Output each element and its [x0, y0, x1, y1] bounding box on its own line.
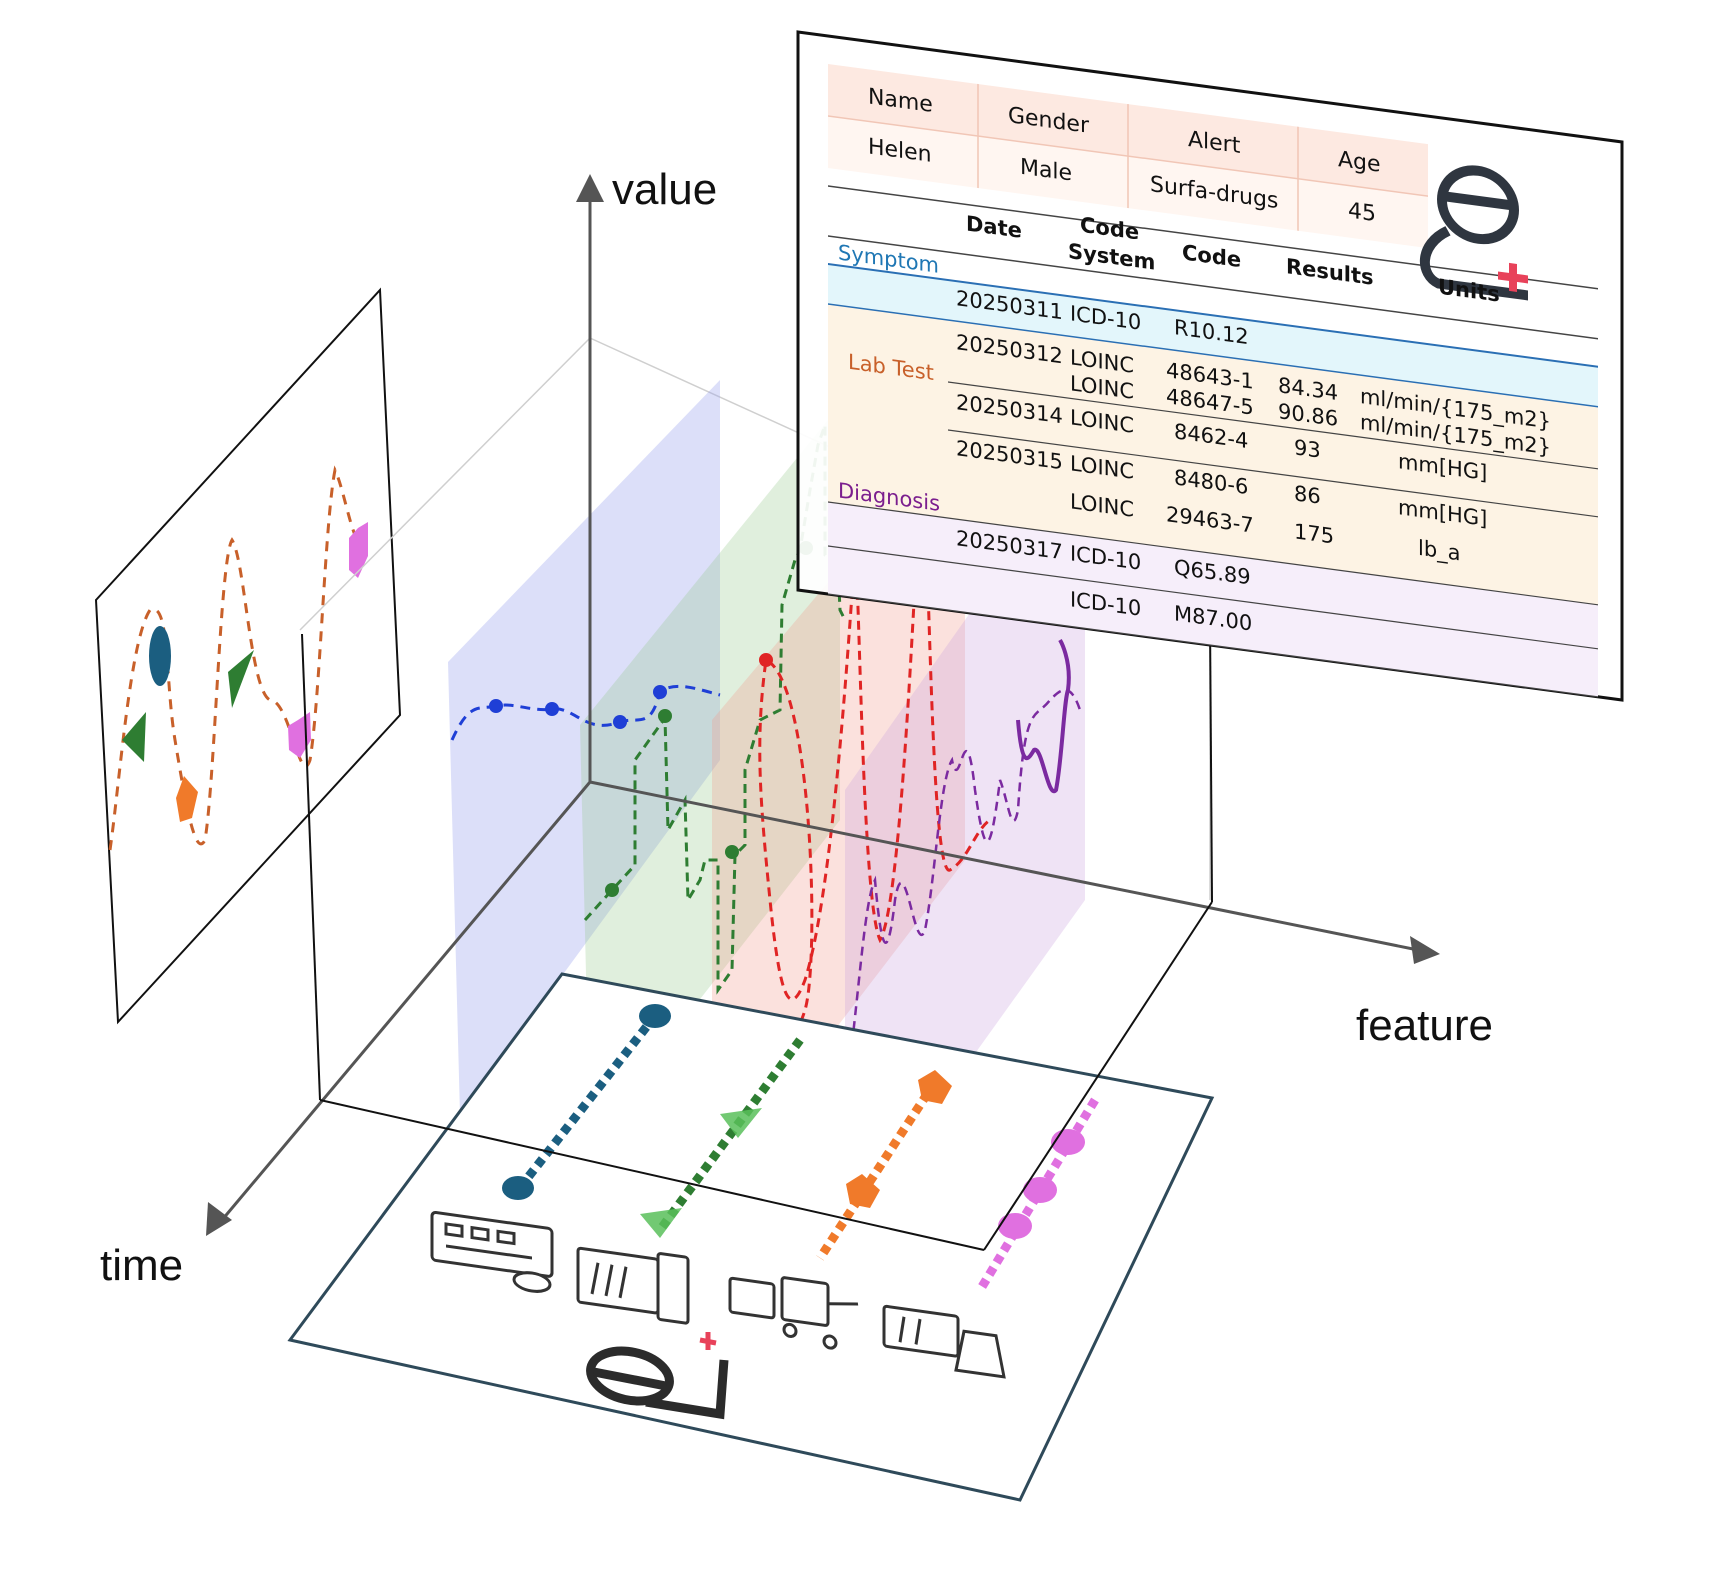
lab-flask-icon	[882, 1304, 1006, 1379]
left-panel-green-triangle	[122, 712, 146, 762]
doctor-icon	[1420, 165, 1528, 301]
green-triangle-marker	[640, 1208, 682, 1238]
ehr-record-card: Name Gender Alert Age Helen Male Surfa-d…	[796, 30, 1624, 702]
time-axis-label: time	[100, 1241, 183, 1290]
floor-panel	[287, 972, 1215, 1502]
pink-marker	[1051, 1129, 1085, 1155]
blue-point	[489, 699, 503, 713]
record-result: 93	[1294, 434, 1321, 462]
patient-age-value: 45	[1348, 198, 1376, 228]
green-track	[656, 1037, 804, 1233]
green-feature-plane	[580, 405, 840, 1140]
green-series-step-line	[583, 424, 847, 995]
green-point	[658, 709, 672, 723]
feature-axis-label: feature	[1356, 1001, 1493, 1050]
doctor-logo-icon	[586, 1332, 729, 1420]
teal-track	[514, 1013, 659, 1193]
pink-track	[976, 1097, 1099, 1293]
axes	[206, 174, 1440, 1236]
blue-point	[545, 702, 559, 716]
green-point	[605, 883, 619, 897]
purple-series-dashed-line	[848, 688, 1082, 1061]
feature-axis	[589, 780, 1419, 952]
record-result: 175	[1294, 518, 1334, 548]
feature-planes	[448, 380, 1085, 1235]
green-triangle-marker	[720, 1108, 762, 1138]
left-panel-orange-diamond	[176, 776, 198, 822]
value-axis-arrowhead	[576, 174, 604, 202]
lab-test-rows-background	[828, 304, 1598, 605]
green-point	[725, 845, 739, 859]
red-feature-plane	[712, 420, 965, 1190]
time-axis-arrowhead	[206, 1202, 232, 1236]
floor-markers	[502, 1004, 1085, 1239]
left-panel-teal-marker	[149, 626, 171, 686]
time-axis	[220, 781, 592, 1221]
pink-marker	[998, 1213, 1032, 1239]
orange-track	[816, 1079, 939, 1261]
monitor-pills-icon	[430, 1211, 554, 1293]
red-point	[759, 653, 773, 667]
blue-point	[613, 715, 627, 729]
left-panel-green-triangle	[228, 650, 254, 708]
orange-star-marker	[918, 1070, 952, 1104]
purple-series-solid-line	[1016, 638, 1071, 794]
diagnosis-rows-background	[828, 502, 1598, 697]
left-panel-orange-curve	[108, 465, 367, 851]
floor-marker-tracks	[514, 1013, 1099, 1293]
left-time-series-panel	[94, 287, 402, 1025]
left-panel-pink-hexagon	[349, 522, 368, 578]
blue-series-points	[489, 685, 667, 729]
box-frame	[301, 619, 1213, 1251]
blue-feature-plane	[448, 380, 720, 1115]
orange-star-marker	[846, 1174, 880, 1208]
value-axis-label: value	[612, 165, 717, 214]
blue-point	[653, 685, 667, 699]
teal-marker	[502, 1176, 534, 1200]
record-result: 86	[1294, 480, 1321, 508]
pink-marker	[1023, 1177, 1057, 1203]
symptom-row-background	[828, 264, 1598, 407]
teal-marker	[639, 1004, 671, 1028]
lab-cart-icon	[728, 1276, 859, 1350]
icd-document-icon	[576, 1246, 690, 1325]
feature-axis-arrowhead	[1410, 936, 1440, 964]
patient-header-age: Age	[1338, 146, 1381, 178]
